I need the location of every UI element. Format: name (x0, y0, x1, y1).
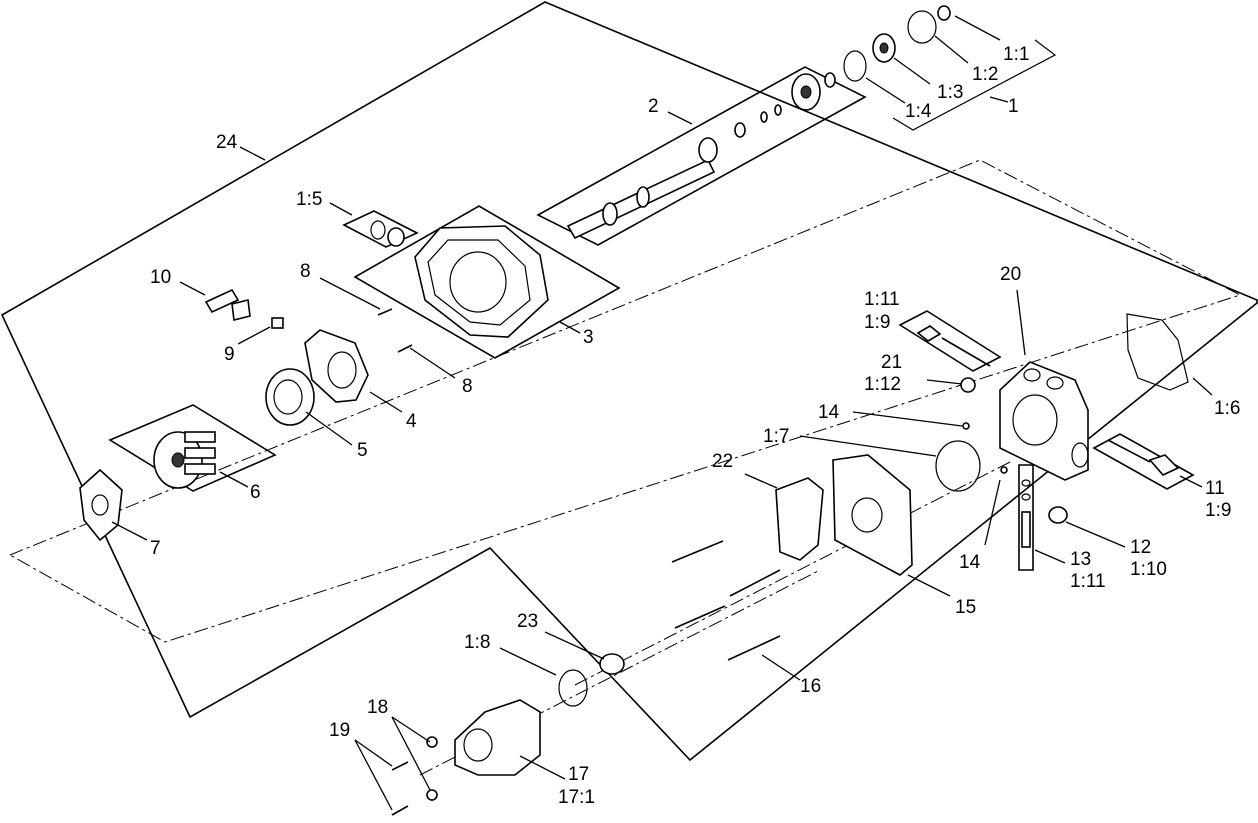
part-4-swash-plate (304, 329, 369, 403)
callout-1-9-lower: 1:9 (1205, 500, 1231, 521)
callout-11: 11 (1205, 478, 1225, 499)
callout-1-6: 1:6 (1214, 398, 1240, 419)
part-2-drive-shaft (566, 72, 836, 240)
part-11-relief-valve (1107, 439, 1180, 476)
kit-bracket-1 (892, 39, 1057, 131)
part-22-bracket (775, 477, 824, 561)
part-bolt-c (674, 605, 726, 629)
callout-1-12: 1:12 (864, 374, 901, 395)
callout-1-8: 1:8 (464, 632, 490, 653)
callout-23: 23 (517, 611, 538, 632)
part-1-2-snap-ring (907, 10, 937, 44)
part-10-swash-lever (204, 288, 251, 321)
callout-1-7: 1:7 (763, 426, 789, 447)
part-7-valve-plate (79, 468, 123, 542)
callout-15: 15 (955, 597, 976, 618)
part-15-adapter-plate (832, 454, 913, 576)
callout-1-4: 1:4 (905, 101, 932, 122)
callout-24: 24 (216, 132, 238, 153)
callout-17-1: 17:1 (558, 787, 595, 808)
callout-1-11-lower: 1:11 (1070, 571, 1106, 592)
part-1-9-relief-valve-top (916, 325, 991, 367)
callout-22: 22 (712, 451, 733, 472)
part-6-rotating-group (153, 431, 216, 489)
part-1-5-clip (370, 220, 386, 240)
callout-5: 5 (357, 440, 368, 461)
part-1-5-bearing (387, 227, 405, 247)
callout-8-lower: 8 (462, 376, 473, 397)
callout-10: 10 (150, 267, 171, 288)
callout-7: 7 (150, 538, 161, 559)
box-11 (1092, 433, 1195, 490)
group-outline-24 (0, 1, 1258, 762)
callout-6: 6 (250, 482, 261, 503)
callout-1-3: 1:3 (937, 82, 963, 103)
part-1-1-seal (937, 5, 951, 21)
callout-9: 9 (224, 344, 235, 365)
part-bolt-b (729, 569, 781, 597)
callout-8-upper: 8 (300, 261, 311, 282)
callout-21: 21 (881, 352, 902, 373)
part-17-gear-pump (454, 699, 541, 776)
part-9-block (271, 317, 284, 329)
part-1-8-o-ring (558, 669, 588, 707)
callout-1: 1 (1008, 96, 1019, 117)
callout-16: 16 (800, 676, 821, 697)
callout-18: 18 (367, 697, 388, 718)
callout-3: 3 (583, 327, 594, 348)
callout-12: 12 (1130, 537, 1151, 558)
part-5-bearing (265, 368, 315, 426)
part-19-bolt-lower (391, 805, 409, 816)
part-8-pin-upper (377, 308, 393, 316)
callout-14-upper: 14 (818, 402, 840, 423)
part-1-6-gasket (1126, 313, 1189, 391)
callout-4: 4 (406, 411, 417, 432)
callout-1-2: 1:2 (972, 64, 998, 85)
part-8-pin-lower (397, 344, 413, 353)
part-14-pin-upper (962, 422, 970, 430)
part-13-valve (1021, 479, 1031, 548)
callout-1-5: 1:5 (296, 189, 322, 210)
callout-17: 17 (568, 764, 589, 785)
callout-19: 19 (329, 720, 350, 741)
centerline-a (574, 461, 1011, 686)
box-1-5 (342, 210, 419, 248)
part-bolt-a (671, 540, 724, 563)
part-21-plug (960, 377, 976, 393)
callout-2: 2 (648, 96, 659, 117)
part-1-7-o-ring (935, 440, 981, 492)
part-19-bolt-upper (391, 761, 409, 771)
part-3-housing (414, 225, 549, 338)
part-14-pin-lower (1000, 466, 1008, 474)
callout-20: 20 (1000, 264, 1021, 285)
part-1-3-bore (879, 42, 889, 54)
callout-13: 13 (1070, 549, 1091, 570)
callout-1-11-top: 1:11 (864, 289, 900, 310)
part-16-bolt (727, 635, 781, 661)
leader-lines (111, 15, 1213, 811)
callout-14-lower: 14 (959, 552, 981, 573)
part-1-4-o-ring (843, 50, 867, 82)
part-18-washer-lower (426, 789, 438, 801)
group-outline-dashdot (8, 159, 1242, 643)
callout-1-1: 1:1 (1003, 44, 1029, 65)
part-12-plug (1048, 506, 1068, 524)
callout-1-9-top: 1:9 (864, 312, 890, 333)
part-20-end-cover (999, 361, 1089, 481)
part-23-coupling (599, 653, 625, 675)
box-13 (1018, 464, 1034, 571)
box-1-9-top (898, 310, 1002, 372)
callout-1-10: 1:10 (1130, 559, 1167, 580)
part-18-washer-upper (426, 736, 438, 748)
